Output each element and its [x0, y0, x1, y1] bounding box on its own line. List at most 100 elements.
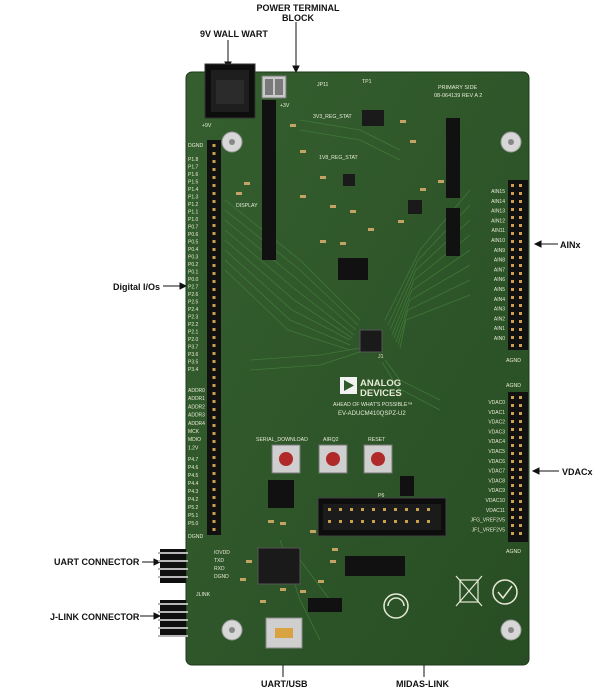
- analog-devices-logo: [340, 377, 357, 394]
- ain-pin: [511, 336, 514, 339]
- label-3v: +3V: [280, 103, 290, 109]
- digital-io-label: P0.7: [188, 225, 199, 231]
- digital-io-label: P2.4: [188, 307, 199, 313]
- vdac-pin: [519, 476, 522, 479]
- airq2-button[interactable]: [318, 444, 348, 474]
- silkscreen-text: PRIMARY SIDE 08-064139 REV A 2 3V3_REG_S…: [188, 79, 521, 598]
- digital-io-pin: [212, 216, 216, 219]
- smd-part: [236, 192, 242, 195]
- digital-io-pin: [212, 464, 216, 467]
- midas-pin: [405, 508, 408, 511]
- vdac-pin: [519, 436, 522, 439]
- ain-pin: [511, 256, 514, 259]
- uart-pin-label: DGND: [214, 574, 229, 580]
- vdac-pin: [511, 460, 514, 463]
- dgnd-bottom-label: DGND: [188, 534, 204, 540]
- reset-button[interactable]: [363, 444, 393, 474]
- vdac-pin: [511, 444, 514, 447]
- ain-pin: [511, 192, 514, 195]
- digital-io-label: P0.5: [188, 240, 199, 246]
- serial-download-button[interactable]: [271, 444, 301, 474]
- vdac-pin: [519, 468, 522, 471]
- vdacx-callout: VDACx: [562, 467, 593, 477]
- ain-pin: [519, 208, 522, 211]
- midas-pin: [361, 520, 364, 523]
- midas-pin: [339, 508, 342, 511]
- midas-pin: [383, 508, 386, 511]
- ain-pin: [511, 312, 514, 315]
- ain-pin: [511, 328, 514, 331]
- reg-1v8-label: 1V8_REG_STAT: [319, 155, 359, 161]
- vdac-pin: [511, 436, 514, 439]
- ain-pin: [519, 232, 522, 235]
- jlink-pin: [158, 603, 188, 605]
- vdac-pin: [519, 396, 522, 399]
- vdac-pin: [511, 476, 514, 479]
- smd-part: [300, 590, 306, 593]
- addr-label: ADDR3: [188, 413, 205, 419]
- vdac-pin: [519, 516, 522, 519]
- recycle-icon: [383, 593, 409, 619]
- addr-label: ADDR0: [188, 388, 205, 394]
- addr-label: ADDR1: [188, 396, 205, 402]
- vdac-pin: [511, 492, 514, 495]
- digital-io-label: P1.5: [188, 180, 199, 186]
- vdac-pin: [519, 500, 522, 503]
- digital-io-pin: [212, 432, 216, 435]
- digital-io-label: P0.4: [188, 247, 199, 253]
- midas-pin: [372, 508, 375, 511]
- ain-pin-label: AIN0: [494, 336, 505, 342]
- digital-io-pin: [212, 200, 216, 203]
- jlink-connector-pins: [158, 603, 188, 637]
- label-9v: +9V: [202, 123, 212, 129]
- ain-pin: [519, 296, 522, 299]
- jlink-pin: [158, 619, 188, 621]
- vdac-pin: [519, 404, 522, 407]
- midas-pin: [383, 520, 386, 523]
- digital-io-pin: [212, 184, 216, 187]
- power-terminal-callout: POWER TERMINAL BLOCK: [248, 3, 348, 23]
- jlink-pin: [158, 627, 188, 629]
- digital-io-pin: [212, 520, 216, 523]
- digital-io-pin: [212, 144, 216, 147]
- port-label: P4.6: [188, 465, 199, 471]
- port-label: P4.3: [188, 489, 199, 495]
- digital-io-pin: [212, 448, 216, 451]
- ain-pin-label: AIN15: [491, 189, 505, 195]
- vdac-pin: [511, 484, 514, 487]
- label-jp11: JP11: [317, 82, 329, 88]
- smd-part: [240, 578, 246, 581]
- digital-io-label: P1.6: [188, 172, 199, 178]
- digital-io-pin: [212, 256, 216, 259]
- digital-io-pin: [212, 224, 216, 227]
- digital-io-label: P1.4: [188, 187, 199, 193]
- jlink-connector-header[interactable]: [160, 600, 186, 636]
- digital-io-pin: [212, 240, 216, 243]
- barrel-jack-connector: [204, 63, 256, 119]
- midas-pin: [394, 508, 397, 511]
- usb-connector[interactable]: [265, 617, 303, 649]
- dgnd-label: DGND: [188, 143, 204, 149]
- ain-pin: [519, 272, 522, 275]
- vdac-pin: [511, 516, 514, 519]
- label-tp1: TP1: [362, 79, 372, 85]
- vdac-pins: [511, 396, 522, 535]
- ain-pin: [519, 256, 522, 259]
- vdac-pin: [511, 428, 514, 431]
- digital-io-pin: [212, 400, 216, 403]
- uart-pin: [158, 560, 188, 562]
- agnd-bottom-label: AGND: [506, 549, 521, 555]
- vdac-pin-label: VDAC5: [488, 449, 505, 455]
- digital-io-pin: [212, 168, 216, 171]
- digital-io-pin: [212, 496, 216, 499]
- smd-part: [320, 176, 326, 179]
- digital-io-pin: [212, 320, 216, 323]
- smd-part: [280, 588, 286, 591]
- vdac-pin-label: VDAC8: [488, 478, 505, 484]
- digital-io-pin: [212, 192, 216, 195]
- digital-io-label: P1.2: [188, 202, 199, 208]
- vdac-pin: [511, 452, 514, 455]
- addr-label: MDIO: [188, 437, 201, 443]
- digital-io-label: P2.5: [188, 300, 199, 306]
- uart-connector-callout: UART CONNECTOR: [54, 557, 140, 567]
